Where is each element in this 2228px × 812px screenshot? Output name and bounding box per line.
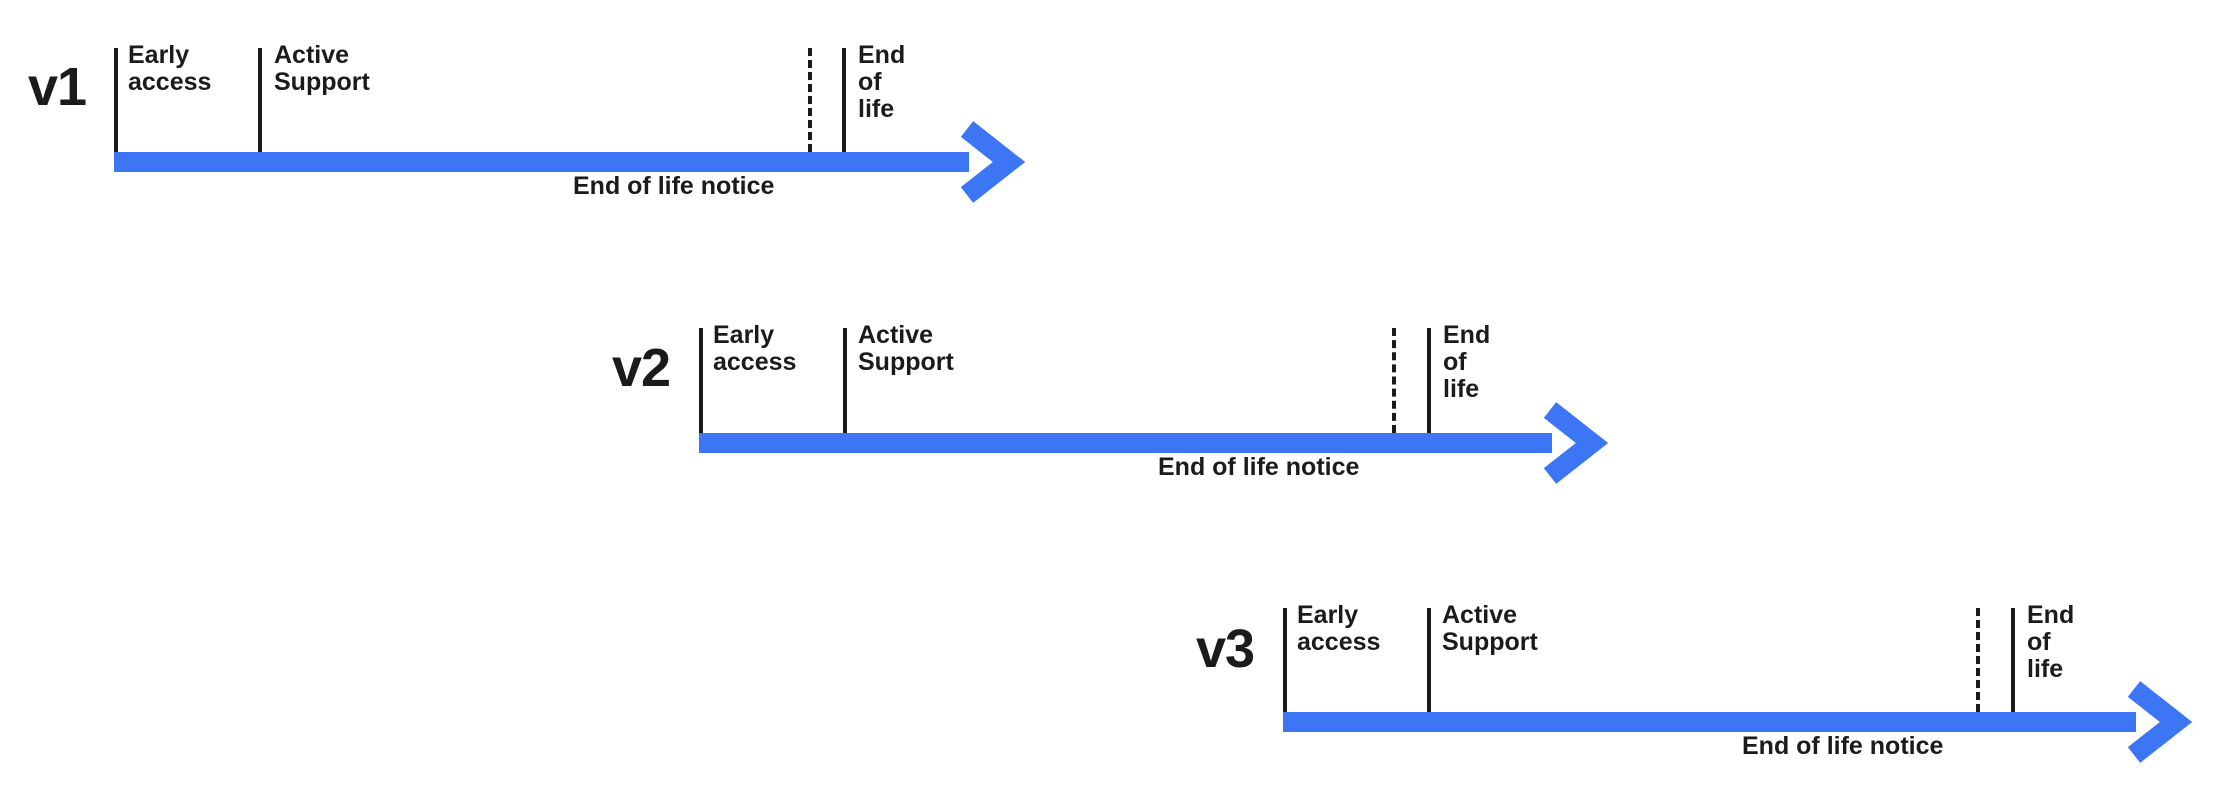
phase-label-v1-2: End of life (858, 41, 906, 123)
version-label-v1: v1 (28, 57, 87, 117)
lifecycle-bar-v1 (114, 152, 969, 172)
eol-notice-label-v1: End of life notice (573, 172, 775, 200)
phase-divider-v2-3 (1427, 328, 1431, 433)
lifecycle-bar-v2 (699, 433, 1552, 453)
version-label-v3: v3 (1196, 619, 1255, 679)
phase-label-v3-0: Early access (1297, 601, 1381, 656)
eol-notice-label-v3: End of life notice (1742, 732, 1944, 760)
phase-divider-v3-1 (1427, 608, 1431, 712)
phase-label-v2-1: Active Support (858, 321, 954, 376)
phase-divider-v3-3 (2011, 608, 2015, 712)
eol-notice-marker-v2 (1392, 328, 1396, 433)
eol-notice-label-v2: End of life notice (1158, 453, 1360, 481)
lifecycle-bar-v3 (1283, 712, 2136, 732)
phase-divider-v1-1 (258, 48, 262, 152)
phase-divider-v3-0 (1283, 608, 1287, 712)
phase-divider-v2-0 (699, 328, 703, 433)
phase-label-v2-2: End of life (1443, 321, 1491, 403)
phase-divider-v1-3 (842, 48, 846, 152)
arrow-head-icon-v1 (960, 121, 1026, 203)
phase-label-v3-2: End of life (2027, 601, 2075, 683)
phase-divider-v1-0 (114, 48, 118, 152)
eol-notice-marker-v1 (808, 48, 812, 152)
arrow-head-icon-v3 (2127, 681, 2193, 763)
phase-label-v3-1: Active Support (1442, 601, 1538, 656)
phase-label-v1-0: Early access (128, 41, 212, 96)
eol-notice-marker-v3 (1976, 608, 1980, 712)
phase-label-v1-1: Active Support (274, 41, 370, 96)
version-label-v2: v2 (612, 338, 671, 398)
arrow-head-icon-v2 (1543, 402, 1609, 484)
phase-divider-v2-1 (843, 328, 847, 433)
phase-label-v2-0: Early access (713, 321, 797, 376)
